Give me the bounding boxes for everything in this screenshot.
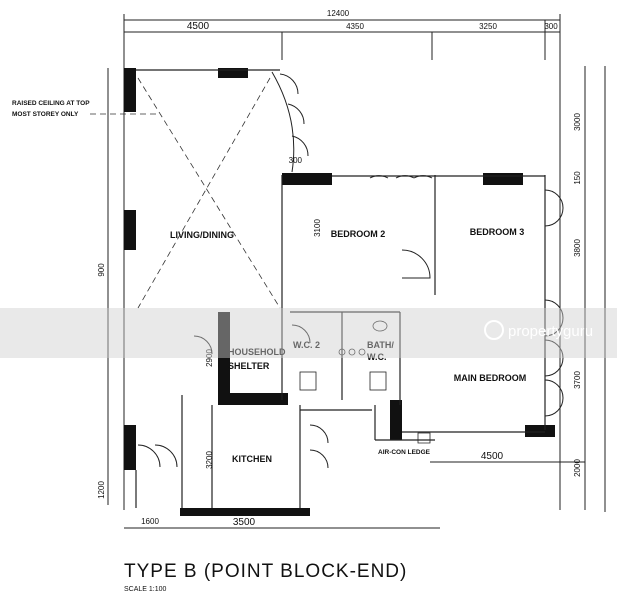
room-main-bedroom: MAIN BEDROOM bbox=[454, 373, 527, 383]
dim-right-3: 3800 bbox=[573, 239, 582, 257]
dim-top-far: 300 bbox=[544, 22, 558, 31]
room-kitchen: KITCHEN bbox=[232, 454, 272, 464]
dim-kitchen-height: 3200 bbox=[205, 451, 214, 469]
note-line-1: RAISED CEILING AT TOP bbox=[12, 100, 90, 107]
walls bbox=[124, 68, 555, 516]
dim-right-2: 150 bbox=[573, 171, 582, 185]
room-household-shelter-line2: SHELTER bbox=[228, 361, 270, 371]
thin-walls bbox=[135, 69, 546, 508]
room-bedroom-3: BEDROOM 3 bbox=[470, 227, 525, 237]
dim-hs-height: 2900 bbox=[205, 349, 214, 367]
room-bedroom-2: BEDROOM 2 bbox=[331, 229, 386, 239]
room-labels: LIVING/DINING BEDROOM 2 BEDROOM 3 MAIN B… bbox=[170, 227, 526, 464]
dim-bay: 300 bbox=[289, 156, 303, 165]
dim-bottom-mid: 3500 bbox=[233, 517, 256, 528]
dim-top-mid: 4350 bbox=[346, 22, 364, 31]
room-living-dining: LIVING/DINING bbox=[170, 230, 234, 240]
room-bath-wc-line1: BATH/ bbox=[367, 340, 394, 350]
plan-title: TYPE B (POINT BLOCK-END) bbox=[124, 561, 407, 582]
room-aircon-ledge: AIR-CON LEDGE bbox=[378, 449, 431, 456]
watermark: propertyguru bbox=[0, 308, 617, 358]
dim-top-right: 3250 bbox=[479, 22, 497, 31]
dimension-labels: 12400 4500 4350 3250 300 1600 3500 4500 … bbox=[97, 9, 582, 528]
room-bath-wc-line2: W.C. bbox=[367, 352, 387, 362]
dim-top-total: 12400 bbox=[327, 9, 350, 18]
dim-bed2-height: 3100 bbox=[313, 219, 322, 237]
dim-right-4: 3700 bbox=[573, 371, 582, 389]
note-line-2: MOST STOREY ONLY bbox=[12, 111, 79, 118]
raised-ceiling-marks bbox=[90, 77, 281, 309]
dim-bottom-right: 4500 bbox=[481, 451, 504, 462]
room-wc2: W.C. 2 bbox=[293, 340, 320, 350]
dim-left-total: 900 bbox=[97, 263, 106, 277]
dim-right-1: 3000 bbox=[573, 113, 582, 131]
bathroom-fixtures bbox=[299, 320, 431, 444]
dim-right-5: 2000 bbox=[573, 459, 582, 477]
ceiling-note: RAISED CEILING AT TOP MOST STOREY ONLY bbox=[12, 100, 90, 118]
plan-scale: SCALE 1:100 bbox=[124, 586, 167, 593]
dim-top-left: 4500 bbox=[187, 21, 210, 32]
dim-bottom-left: 1600 bbox=[141, 517, 159, 526]
room-household-shelter-line1: HOUSEHOLD bbox=[228, 347, 286, 357]
door-swings bbox=[137, 71, 564, 469]
watermark-text: propertyguru bbox=[508, 323, 593, 340]
dim-left-bottom: 1200 bbox=[97, 481, 106, 499]
